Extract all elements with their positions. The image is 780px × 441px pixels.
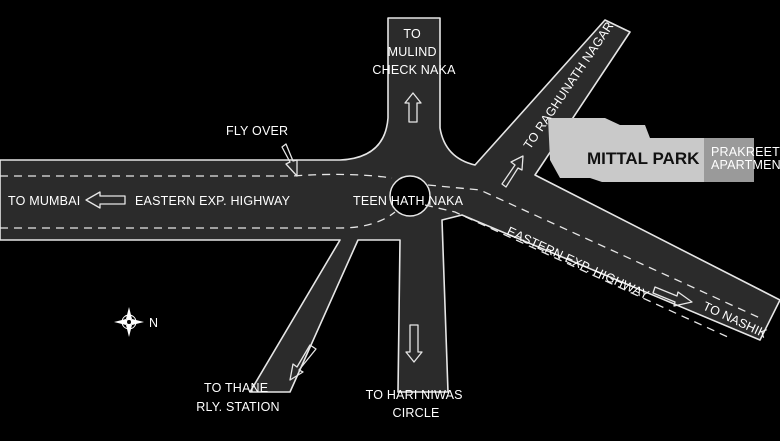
direction-arrows bbox=[85, 92, 693, 381]
lane-markings bbox=[0, 173, 761, 339]
label-compass-north: N bbox=[149, 316, 158, 330]
label-fly-over: FLY OVER bbox=[226, 124, 288, 138]
arrow-up-right-icon bbox=[501, 155, 524, 188]
road-network bbox=[0, 17, 780, 393]
label-to-mulind: TO MULIND CHECK NAKA bbox=[372, 27, 456, 77]
label-teen-hath-naka: TEEN HATH NAKA bbox=[353, 194, 464, 208]
label-to-mumbai: TO MUMBAI bbox=[8, 194, 80, 208]
arrow-down-icon bbox=[405, 324, 423, 363]
arrow-down-right-icon bbox=[652, 286, 693, 307]
label-to-thane-station: TO THANE RLY. STATION bbox=[196, 381, 279, 414]
arrow-up-icon bbox=[404, 92, 422, 123]
arrow-left-icon bbox=[85, 191, 126, 209]
compass-rose-icon bbox=[114, 307, 144, 337]
flyover-pointer-arrow bbox=[281, 143, 298, 177]
label-to-hari-niwas-circle: TO HARI NIWAS CIRCLE bbox=[366, 388, 467, 420]
label-eastern-exp-highway-west: EASTERN EXP. HIGHWAY bbox=[135, 194, 291, 208]
mittal-park-building bbox=[548, 118, 710, 182]
prakreeti-apartment-building bbox=[704, 138, 754, 182]
label-mittal-park: MITTAL PARK bbox=[587, 149, 700, 168]
roundabout bbox=[389, 175, 431, 217]
arrow-down-left-icon bbox=[289, 344, 317, 381]
